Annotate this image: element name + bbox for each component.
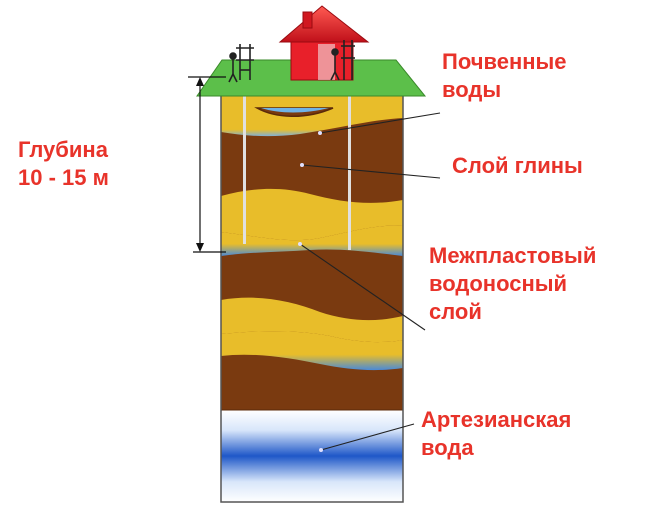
sand-layer-4 (221, 331, 403, 371)
soil-water-label-line2: воды (442, 77, 502, 102)
aquifer-label-line1: Межпластовый (429, 243, 597, 268)
clay-label: Слой глины (452, 152, 583, 180)
depth-label-line1: Глубина (18, 137, 108, 162)
sand-layer-2 (221, 188, 403, 241)
depth-dimension (188, 76, 226, 253)
leader-clay (301, 164, 441, 179)
aquifer-label-line2: водоносный (429, 271, 568, 296)
soil-water-label: Почвенные воды (442, 48, 567, 104)
sand-layer-3 (221, 297, 403, 343)
depth-label-line2: 10 - 15 м (18, 165, 109, 190)
artesian-label-line1: Артезианская (421, 407, 572, 432)
artesian-label-line2: вода (421, 435, 474, 460)
aquifer-label: Межпластовый водоносный слой (429, 242, 596, 326)
well-pipe-left (243, 94, 246, 244)
drilling-rig-icon (228, 44, 254, 83)
soil-water-label-line1: Почвенные (442, 49, 567, 74)
clay-label-line1: Слой глины (452, 153, 583, 178)
leader-artesian (320, 423, 415, 451)
leader-lines (298, 112, 441, 452)
artesian-label: Артезианская вода (421, 406, 571, 462)
well-pipe-right (348, 94, 351, 250)
depth-label: Глубина 10 - 15 м (18, 136, 109, 192)
leader-soil-water (319, 112, 441, 134)
artesian-layer (221, 410, 403, 502)
soil-layers (221, 92, 403, 502)
leader-aquifer (299, 243, 426, 331)
house-icon (278, 5, 370, 81)
aquifer-layer (221, 225, 403, 256)
aquifer-label-line3: слой (429, 299, 482, 324)
